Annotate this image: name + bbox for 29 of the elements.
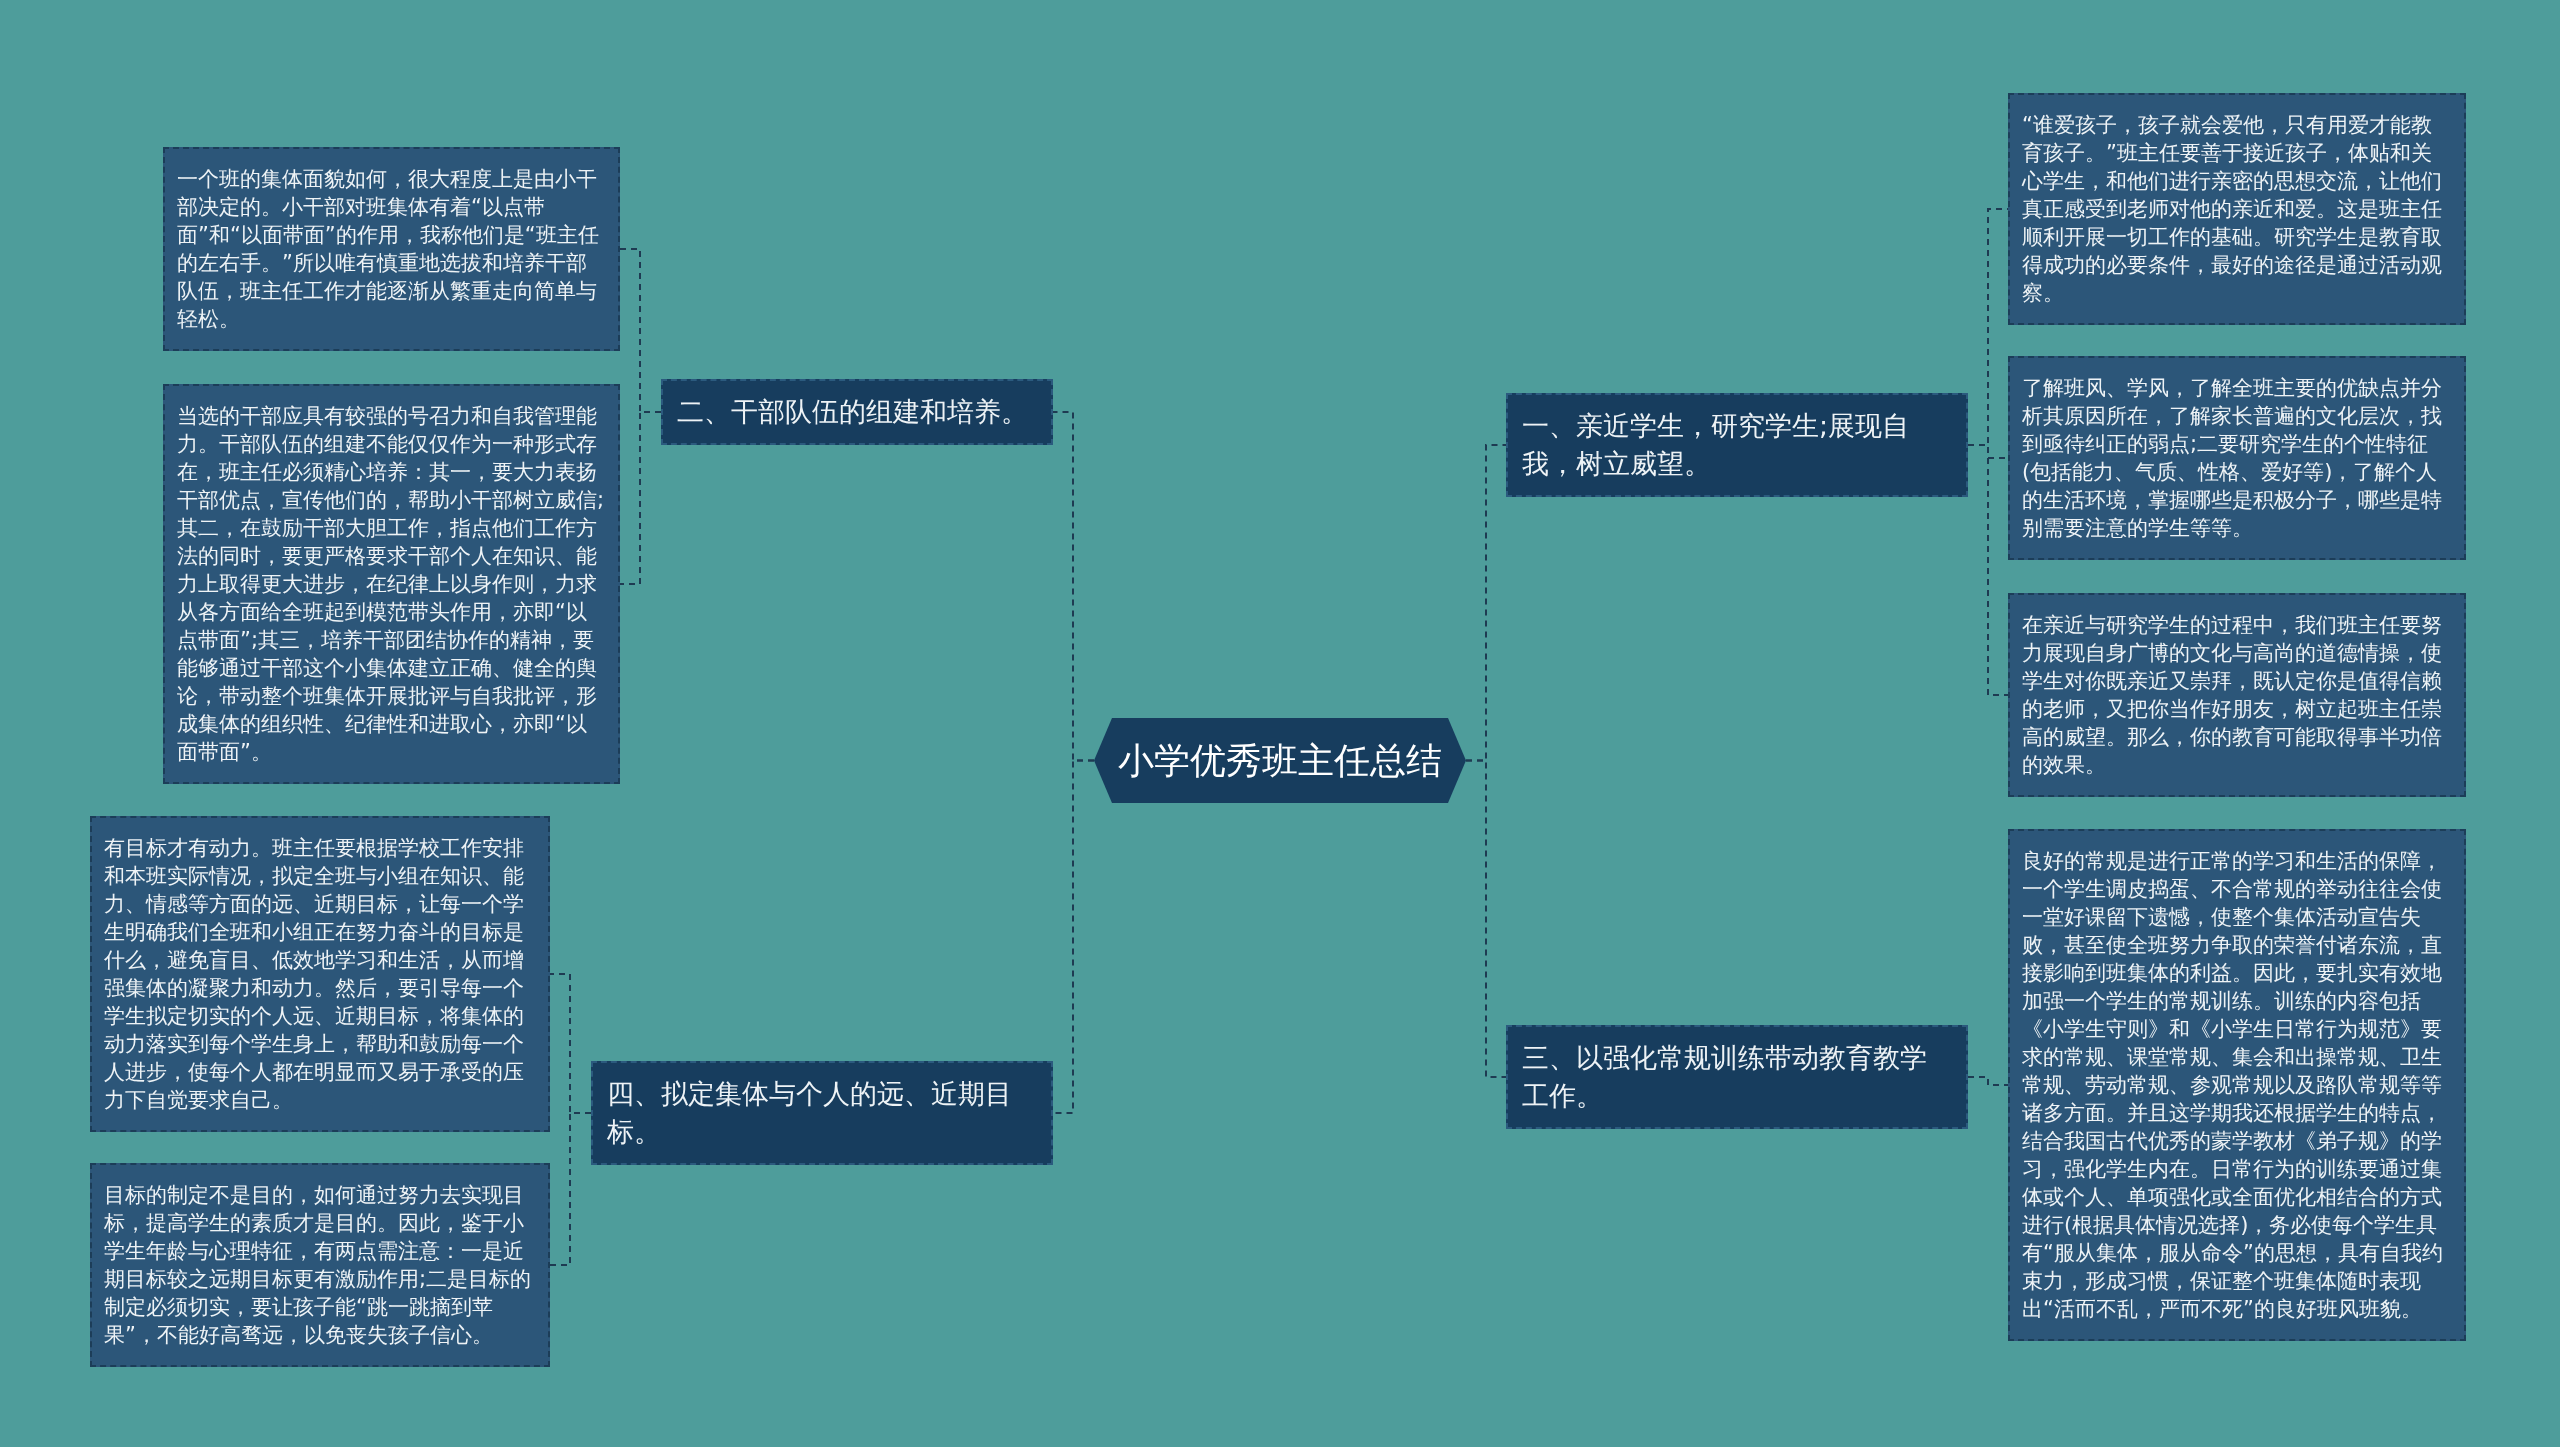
connector-line xyxy=(1465,759,1507,1078)
branch-text: 四、拟定集体与个人的远、近期目标。 xyxy=(607,1077,1013,1149)
note-text: 在亲近与研究学生的过程中，我们班主任要努力展现自身广博的文化与高尚的道德情操，使学生对你既亲近又崇拜，既认定你是值得信赖的老师，又把你当作好朋友，树立起班主任崇高的威望。那么，你的教育可能取得事半功倍的效果。 xyxy=(2022,612,2443,779)
branch-text: 一、亲近学生，研究学生;展现自我，树立威望。 xyxy=(1522,409,1911,481)
note-card xyxy=(90,1163,550,1367)
note-card xyxy=(163,147,620,351)
connector-line xyxy=(549,1112,592,1266)
topic-hexagon xyxy=(1094,718,1466,803)
topic-title: 小学优秀班主任总结 xyxy=(1118,739,1442,783)
note-text: 了解班风、学风，了解全班主要的优缺点并分析其原因所在，了解家长普遍的文化层次，找到亟待纠正的弱点;二要研究学生的个性特征(包括能力、气质、性格、爱好等)，了解个人的生活环境，掌握哪些是积极分子，哪些是特别需要注意的学生等等。 xyxy=(2022,375,2443,542)
branch-box xyxy=(1506,1025,1968,1129)
connector-line xyxy=(619,411,662,585)
note-text: 有目标才有动力。班主任要根据学校工作安排和本班实际情况，拟定全班与小组在知识、能力、情感等方面的远、近期目标，让每一个学生明确我们全班和小组正在努力奋斗的目标是什么，避免盲目、低效地学习和生活，从而增强集体的凝聚力和动力。然后，要引导每一个学生拟定切实的个人远、近期目标，将集体的动力落实到每个学生身上，帮助和鼓励每一个人进步，使每个人都在明显而又易于承受的压力下自觉要求自己。 xyxy=(104,835,525,1114)
note-card xyxy=(2008,93,2466,325)
note-card xyxy=(2008,593,2466,797)
branch-box xyxy=(591,1061,1053,1165)
note-card xyxy=(90,816,550,1132)
branch-box xyxy=(661,379,1053,445)
branch-text: 二、干部队伍的组建和培养。 xyxy=(677,395,1029,429)
note-text: 当选的干部应具有较强的号召力和自我管理能力。干部队伍的组建不能仅仅作为一种形式存在，班主任必须精心培养：其一，要大力表扬干部优点，宣传他们的，帮助小干部树立威信;其二，在鼓励干部大胆工作，指点他们工作方法的同时，要更严格要求干部个人在知识、能力上取得更大进步，在纪律上以身作则，力求从各方面给全班起到模范带头作用，亦即“以点带面”;其三，培养干部团结协作的精神，要能够通过干部这个小集体建立正确、健全的舆论，带动整个班集体开展批评与自我批评，形成集体的组织性、纪律性和进取心，亦即“以面带面”。 xyxy=(177,403,606,766)
branch-box xyxy=(1506,393,1968,497)
note-text: 目标的制定不是目的，如何通过努力去实现目标，提高学生的素质才是目的。因此，鉴于小学生年龄与心理特征，有两点需注意：一是近期目标较之远期目标更有激励作用;二是目标的制定必须切实，要让孩子能“跳一跳摘到苹果”，不能好高骛远，以免丧失孩子信心。 xyxy=(104,1182,533,1349)
connector-line xyxy=(1967,1076,2009,1086)
connector-line xyxy=(1967,444,2009,696)
note-text: 良好的常规是进行正常的学习和生活的保障，一个学生调皮捣蛋、不合常规的举动往往会使一堂好课留下遗憾，使整个集体活动宣告失败，甚至使全班努力争取的荣誉付诸东流，直接影响到班集体的利益。因此，要扎实有效地加强一个学生的常规训练。训练的内容包括《小学生守则》和《小学生日常行为规范》要求的常规、课堂常规、集会和出操常规、卫生常规、劳动常规、参观常规以及路队常规等等诸多方面。并且这学期我还根据学生的特点，结合我国古代优秀的蒙学教材《弟子规》的学习，强化学生内在。日常行为的训练要通过集体或个人、单项强化或全面优化相结合的方式进行(根据具体情况选择)，务必使每个学生具有“服从集体，服从命令”的思想，具有自我约束力，形成习惯，保证整个班集体随时表现出“活而不乱，严而不死”的良好班风班貌。 xyxy=(2022,848,2444,1323)
note-text: 一个班的集体面貌如何，很大程度上是由小干部决定的。小干部对班集体有着“以点带面”和“以面带面”的作用，我称他们是“班主任的左右手。”所以唯有慎重地选拔和培养干部队伍，班主任工作才能逐渐从繁重走向简单与轻松。 xyxy=(177,166,600,333)
branch-text: 三、以强化常规训练带动教育教学工作。 xyxy=(1522,1041,1928,1113)
note-card xyxy=(2008,356,2466,560)
note-text: “谁爱孩子，孩子就会爱他，只有用爱才能教育孩子。”班主任要善于接近孩子，体贴和关心学生，和他们进行亲密的思想交流，让他们真正感受到老师对他的亲近和爱。这是班主任顺利开展一切工作的基础。研究学生是教育取得成功的必要条件，最好的途径是通过活动观察。 xyxy=(2022,112,2443,307)
